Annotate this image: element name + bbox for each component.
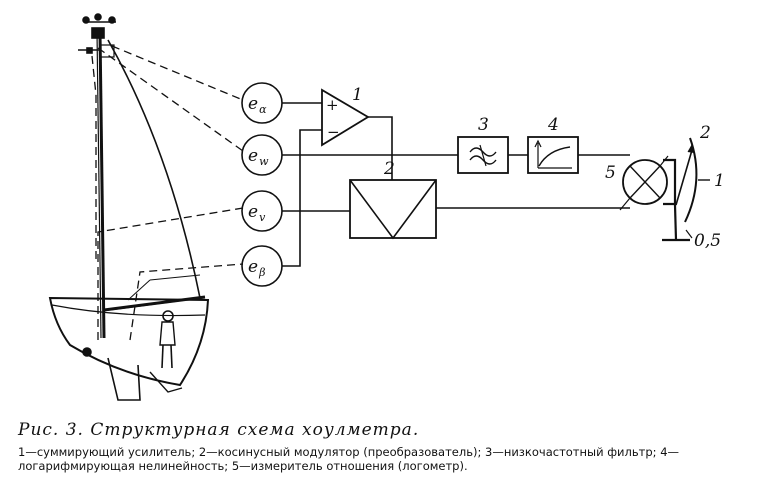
wiring bbox=[282, 102, 630, 267]
sensor-lines bbox=[91, 45, 244, 341]
sensor-letter: e bbox=[248, 257, 258, 277]
svg-text:ev: ev bbox=[248, 202, 266, 224]
houlmeter-block-diagram: eα ew ev eβ + − 1 2 3 4 5 2 1 0,5 bbox=[48, 13, 725, 401]
summing-amplifier bbox=[321, 88, 370, 147]
cosine-modulator bbox=[349, 179, 437, 240]
amp-plus-sign: + bbox=[326, 96, 339, 114]
figure-caption: Рис. 3. Структурная схема хоулметра. bbox=[18, 420, 420, 440]
sensor-letter: e bbox=[248, 202, 258, 222]
svg-text:eβ: eβ bbox=[248, 257, 265, 279]
legend-text: 1—суммирующий усилитель; 2—косинусный мо… bbox=[18, 445, 680, 473]
figure-legend: 1—суммирующий усилитель; 2—косинусный мо… bbox=[18, 445, 763, 473]
sensor-subscript: α bbox=[259, 103, 267, 116]
block-number-1: 1 bbox=[352, 85, 363, 105]
block-number-4: 4 bbox=[547, 115, 559, 135]
meter-label-0-5: 0,5 bbox=[694, 231, 721, 251]
sensor-subscript: β bbox=[258, 266, 265, 279]
logometer bbox=[619, 137, 710, 242]
amp-minus-sign: − bbox=[327, 123, 340, 141]
sailboat-illustration bbox=[48, 13, 210, 401]
sensor-letter: e bbox=[248, 94, 258, 114]
block-number-2: 2 bbox=[383, 159, 395, 179]
sensor-letter: e bbox=[248, 146, 258, 166]
block-number-3: 3 bbox=[478, 115, 489, 135]
low-pass-filter bbox=[457, 136, 509, 174]
sensor-subscript: w bbox=[259, 155, 269, 168]
meter-label-2: 2 bbox=[699, 123, 711, 143]
svg-text:eα: eα bbox=[248, 94, 267, 116]
log-nonlinearity bbox=[527, 136, 579, 174]
svg-text:ew: ew bbox=[248, 146, 269, 168]
sensor-subscript: v bbox=[259, 211, 266, 224]
meter-label-1: 1 bbox=[714, 171, 725, 191]
block-number-5: 5 bbox=[605, 163, 616, 183]
